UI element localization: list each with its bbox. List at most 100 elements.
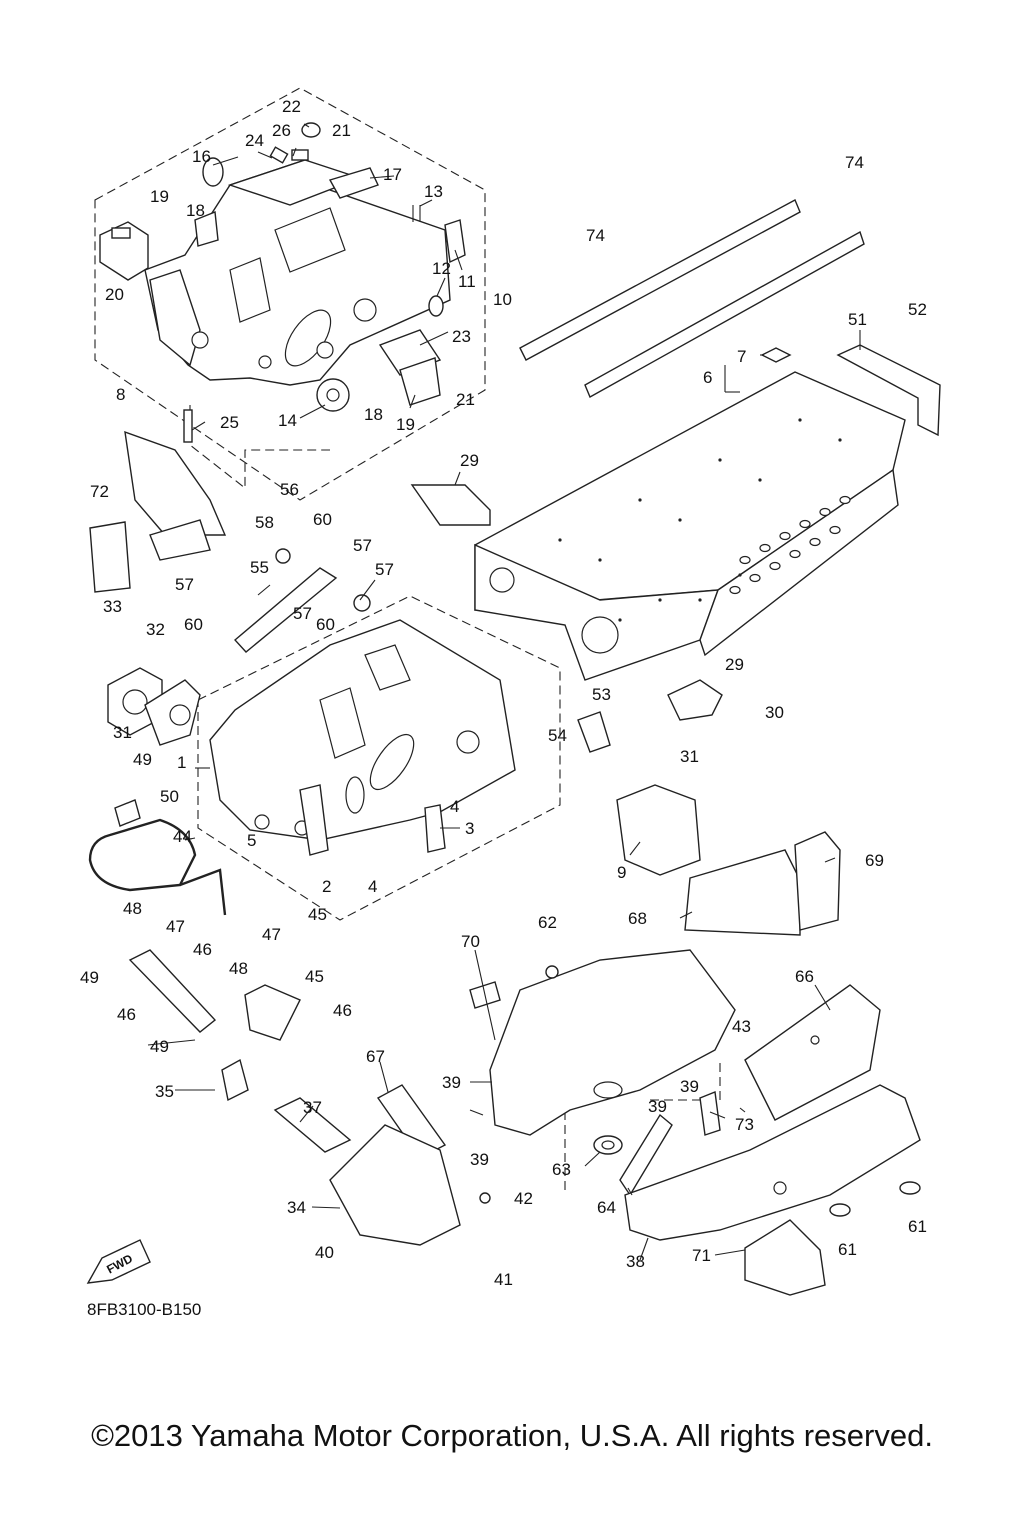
callout-2: 2: [322, 877, 331, 896]
callout-66: 67: [366, 1047, 385, 1066]
part-58-washer: [353, 594, 371, 612]
part-24-clip: [269, 146, 289, 164]
callout-19b: 19: [396, 415, 415, 434]
callout-61: 61: [908, 1217, 927, 1236]
callout-68: 69: [865, 851, 884, 870]
part-34-bracket: [221, 1058, 249, 1102]
part-63-grommet: [593, 1135, 623, 1155]
callout-37: 39: [442, 1073, 461, 1092]
callout-16: 17: [383, 165, 402, 184]
part-45-bracket: [128, 949, 217, 1033]
upper-frame-group-boundary: [94, 87, 486, 501]
callout-51: 50: [160, 787, 179, 806]
part-33-skid: [329, 1124, 461, 1246]
callout-29b: 31: [680, 747, 699, 766]
callout-labels: 22 24 26 21 16 17 13 19 18 12 11 20 10 2…: [80, 97, 927, 1289]
diagram-code: 8FB3100-B150: [87, 1300, 202, 1319]
part-14-flange: [316, 378, 350, 412]
callout-35: 37: [303, 1098, 322, 1117]
callout-18: 18: [186, 201, 205, 220]
callout-60c: 60: [184, 615, 203, 634]
part-44-bracket: [244, 984, 301, 1041]
callout-29: 30: [765, 703, 784, 722]
copyright-notice: ©2013 Yamaha Motor Corporation, U.S.A. A…: [91, 1418, 933, 1453]
callout-30: 31: [113, 723, 132, 742]
leader-lines: [147, 123, 861, 1261]
callout-22: 23: [452, 327, 471, 346]
callout-27: 29: [725, 655, 744, 674]
part-61-plugs: [829, 1181, 921, 1217]
callout-28: 29: [460, 451, 479, 470]
part-73-rails: [519, 199, 865, 398]
part-11-bracket: [444, 219, 466, 264]
callout-57b: 57: [353, 536, 372, 555]
part-37-console: [489, 949, 736, 1136]
part-30-boot: [144, 679, 201, 746]
callout-31: 32: [146, 620, 165, 639]
callout-57: 56: [280, 480, 299, 499]
callout-12: 12: [432, 259, 451, 278]
callout-45: 46: [117, 1005, 136, 1024]
part-54-bracket: [577, 711, 611, 753]
callout-39: 39: [680, 1077, 699, 1096]
tunnel-cooling-holes: [729, 495, 851, 595]
callout-40: 42: [514, 1189, 533, 1208]
callout-15: 16: [192, 147, 211, 166]
callout-13: 13: [424, 182, 443, 201]
callout-11: 11: [458, 272, 476, 291]
callout-46: 46: [193, 940, 212, 959]
part-20-bracket: [99, 221, 149, 281]
part-62-cap: [545, 965, 559, 979]
callout-43: 45: [308, 905, 327, 924]
callout-44: 45: [305, 967, 324, 986]
callout-47b: 47: [262, 925, 281, 944]
fwd-arrow: FWD: [86, 1239, 151, 1284]
callout-52: 51: [848, 310, 867, 329]
callout-61b: 61: [838, 1240, 857, 1259]
part-59-nut: [275, 548, 291, 564]
callout-71: 73: [735, 1115, 754, 1134]
part-9-bracket: [124, 430, 227, 561]
part-18-bracket: [194, 211, 219, 247]
callout-32: 33: [103, 597, 122, 616]
callout-49: 49: [80, 968, 99, 987]
callout-50: 49: [133, 750, 152, 769]
callout-67: 68: [628, 909, 647, 928]
part-31-plate: [107, 667, 163, 736]
callout-74: 74: [586, 226, 605, 245]
callout-55: 54: [548, 726, 567, 745]
part-70-panel: [744, 1219, 826, 1296]
callout-58: 57: [375, 560, 394, 579]
callout-39c: 40: [315, 1243, 334, 1262]
callout-47: 47: [166, 917, 185, 936]
callout-23: 22: [282, 97, 301, 116]
callout-72: 72: [90, 482, 109, 501]
callout-54: 53: [592, 685, 611, 704]
callout-36: 38: [626, 1252, 645, 1271]
callout-63: 63: [552, 1160, 571, 1179]
callout-14: 14: [278, 411, 297, 430]
part-8-bracket: [616, 784, 701, 876]
callout-25: 25: [220, 413, 239, 432]
callout-62: 62: [538, 913, 557, 932]
part-13-bolts: [412, 205, 421, 222]
callout-5: 5: [247, 831, 256, 850]
part-27-bracket: [667, 679, 723, 721]
part-67-panel: [684, 849, 801, 936]
callout-4: 4: [450, 797, 459, 816]
callout-57d: 57: [293, 604, 312, 623]
part-1-lower-frame: [209, 619, 516, 841]
callout-10: 10: [493, 290, 512, 309]
part-7-pad: [760, 347, 792, 363]
part-28-bracket: [410, 484, 491, 526]
part-38-clip: [699, 1091, 721, 1136]
callout-17: 18: [364, 405, 383, 424]
callout-9: 8: [116, 385, 125, 404]
callout-69: 70: [461, 932, 480, 951]
callout-21b: 21: [456, 390, 475, 409]
callout-42: 44: [173, 827, 192, 846]
callout-65: 66: [795, 967, 814, 986]
part-26-clip: [291, 149, 309, 161]
upper-front-frame: [144, 159, 451, 386]
callout-26: 26: [272, 121, 291, 140]
